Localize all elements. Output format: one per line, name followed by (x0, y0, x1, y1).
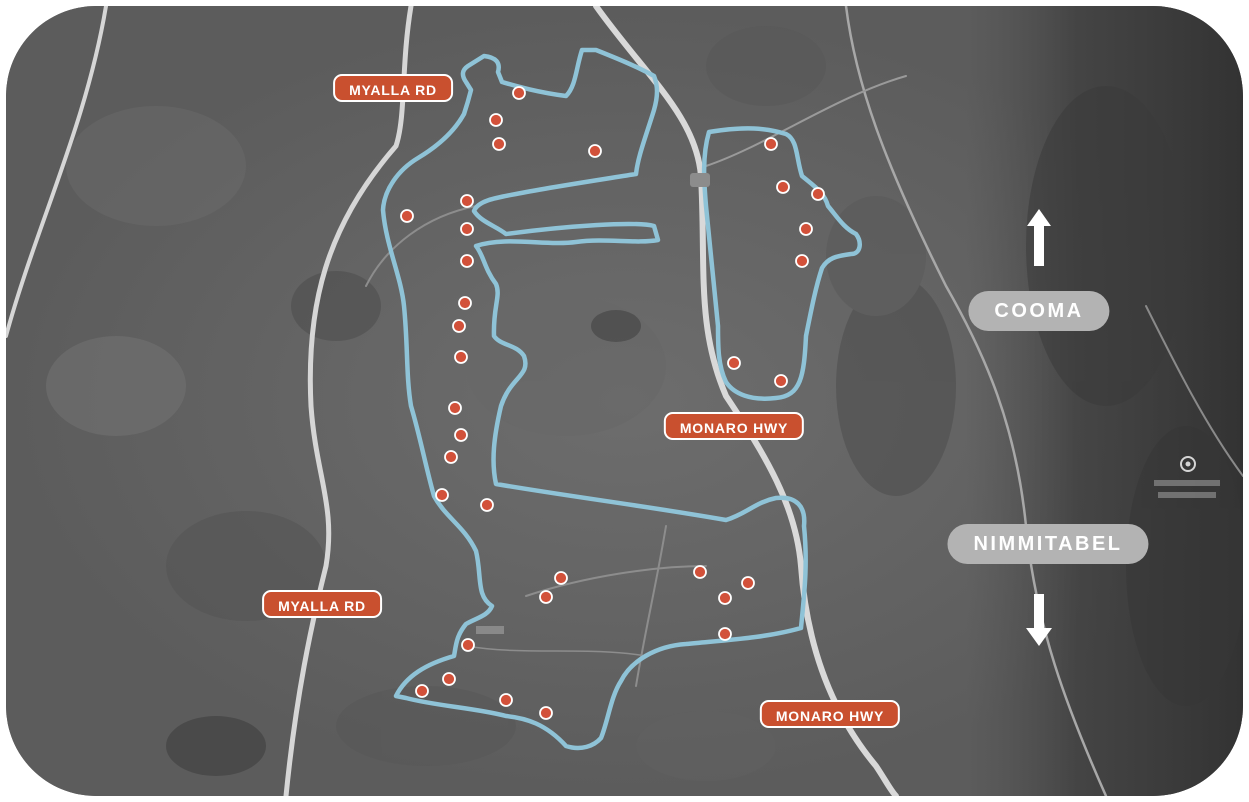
turbine-marker[interactable] (811, 187, 825, 201)
turbine-marker[interactable] (512, 86, 526, 100)
turbine-marker[interactable] (460, 194, 474, 208)
road-east-2 (705, 75, 907, 167)
turbine-marker[interactable] (795, 254, 809, 268)
turbine-markers (400, 86, 825, 720)
poi-marker-icon (1154, 456, 1220, 498)
turbine-marker[interactable] (764, 137, 778, 151)
town-label-cooma: COOMA (968, 291, 1110, 331)
map-frame[interactable]: MYALLA RD MYALLA RD MONARO HWY MONARO HW… (6, 6, 1243, 796)
turbine-marker[interactable] (458, 296, 472, 310)
road-minor-3 (635, 525, 667, 687)
turbine-marker[interactable] (718, 591, 732, 605)
turbine-marker[interactable] (461, 638, 475, 652)
road-minor-2 (525, 565, 707, 597)
turbine-marker[interactable] (415, 684, 429, 698)
road-myalla (283, 6, 414, 796)
turbine-marker[interactable] (454, 428, 468, 442)
turbine-marker[interactable] (727, 356, 741, 370)
turbine-marker[interactable] (452, 319, 466, 333)
turbine-marker[interactable] (774, 374, 788, 388)
turbine-marker[interactable] (799, 222, 813, 236)
turbine-marker[interactable] (448, 401, 462, 415)
satellite-map[interactable] (6, 6, 1243, 796)
turbine-marker[interactable] (776, 180, 790, 194)
village-marker (476, 173, 710, 634)
turbine-marker[interactable] (539, 590, 553, 604)
turbine-marker[interactable] (460, 222, 474, 236)
turbine-marker[interactable] (454, 350, 468, 364)
boundary-northeast (701, 126, 862, 401)
turbine-marker[interactable] (489, 113, 503, 127)
road-label-monaro-south: MONARO HWY (759, 700, 901, 728)
road-minor-4 (465, 645, 647, 657)
turbine-marker[interactable] (718, 627, 732, 641)
turbine-marker[interactable] (444, 450, 458, 464)
turbine-marker[interactable] (741, 576, 755, 590)
turbine-marker[interactable] (435, 488, 449, 502)
roads (6, 6, 1243, 796)
road-east-1 (844, 6, 1108, 796)
boundary-main (380, 47, 808, 751)
turbine-marker[interactable] (442, 672, 456, 686)
turbine-marker[interactable] (499, 693, 513, 707)
turbine-marker[interactable] (539, 706, 553, 720)
turbine-marker[interactable] (492, 137, 506, 151)
town-label-nimmitabel: NIMMITABEL (947, 524, 1149, 564)
turbine-marker[interactable] (400, 209, 414, 223)
south-arrow-icon (1026, 594, 1052, 646)
road-western (6, 6, 108, 338)
project-boundary[interactable] (380, 47, 862, 751)
road-label-myalla-south: MYALLA RD (262, 590, 382, 618)
turbine-marker[interactable] (693, 565, 707, 579)
road-far-east (1145, 305, 1243, 477)
turbine-marker[interactable] (460, 254, 474, 268)
north-arrow-icon (1027, 209, 1051, 266)
road-label-monaro-north: MONARO HWY (663, 412, 805, 440)
road-label-myalla-north: MYALLA RD (333, 74, 453, 102)
road-minor-1 (365, 205, 477, 287)
turbine-marker[interactable] (588, 144, 602, 158)
turbine-marker[interactable] (554, 571, 568, 585)
turbine-marker[interactable] (480, 498, 494, 512)
